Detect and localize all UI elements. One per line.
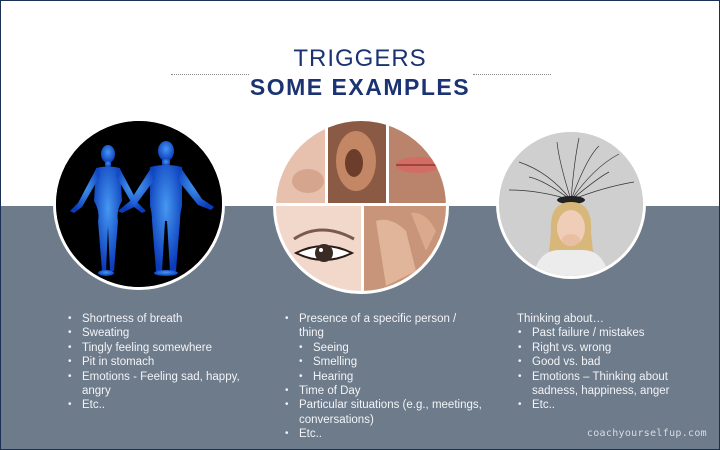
list-item: Etc.. [67,398,247,413]
list-item: Shortness of breath [67,312,247,327]
sub-list-item: Hearing [284,370,484,385]
blue-human-bodies-image [53,118,225,290]
list-item: Good vs. bad [517,355,697,370]
title-divider-right [473,74,551,75]
list-item: Time of Day [284,384,484,399]
list-item: Right vs. wrong [517,341,697,356]
title-line-2: SOME EXAMPLES [249,74,471,100]
title-line-1: TRIGGERS [293,45,427,72]
physical-triggers-list: Shortness of breath Sweating Tingly feel… [67,312,247,413]
list-lead: Thinking about… [517,313,604,325]
situational-triggers-list: Presence of a specific person / thing Se… [284,312,484,442]
title-divider-left [171,74,249,75]
list-item: Tingly feeling somewhere [67,341,247,356]
sub-list-item: Smelling [284,355,484,370]
list-item: Particular situations (e.g., meetings, c… [284,398,484,427]
slide-title: TRIGGERS SOME EXAMPLES [1,45,719,101]
sub-list-item: Seeing [284,341,484,356]
thought-triggers-list: Thinking about… Past failure / mistakes … [517,312,697,413]
thinking-woman-image [496,129,646,279]
list-item: Etc.. [284,427,484,442]
list-item: Pit in stomach [67,355,247,370]
list-item: Sweating [67,326,247,341]
website-credit: coachyourselfup.com [586,428,707,439]
list-item: Presence of a specific person / thing [284,312,484,341]
list-item: Emotions – Thinking about sadness, happi… [517,370,697,399]
list-item: Emotions - Feeling sad, happy, angry [67,370,247,399]
senses-collage-image [273,118,449,294]
list-item: Past failure / mistakes [517,326,697,341]
list-item: Etc.. [517,398,697,413]
